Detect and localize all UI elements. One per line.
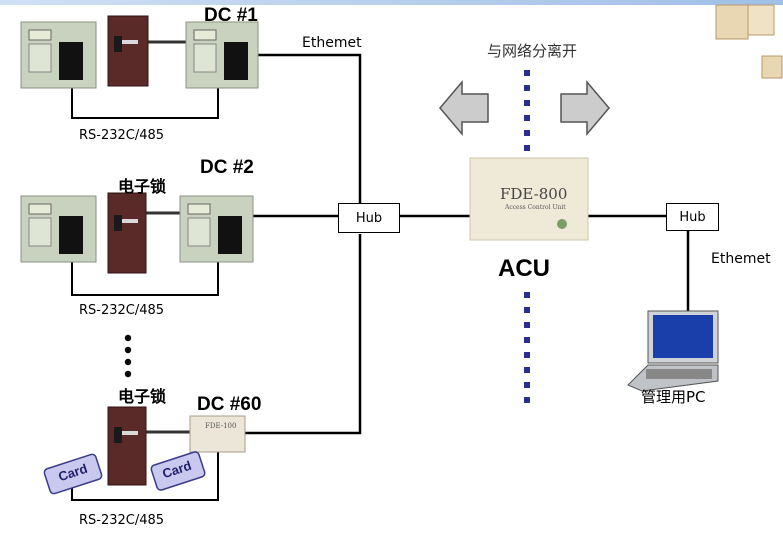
ellipsis-dot: [124, 370, 132, 378]
ethernet-line-dc60: [245, 234, 362, 435]
left-ethernet-label: Ethemet: [302, 35, 362, 51]
dc2-title: DC #2: [200, 157, 254, 178]
separation-label: 与网络分离开: [487, 42, 578, 60]
ellipsis-dot: [124, 358, 132, 366]
pc-label: 管理用PC: [641, 388, 706, 406]
acu-subtitle: Access Control Unit: [505, 204, 566, 211]
right-arrow-icon: [560, 79, 610, 137]
reader-device: [185, 21, 259, 89]
bus-label-3: RS-232C/485: [79, 513, 165, 528]
right-ethernet-label: Ethemet: [711, 251, 771, 267]
door-lock-device: [107, 15, 149, 87]
left-arrow-icon: [439, 79, 489, 137]
corner-decoration: [715, 4, 783, 79]
bus-line-3: [71, 452, 219, 501]
laptop-icon: [627, 310, 719, 392]
card-icon: [43, 453, 103, 495]
dc1-title: DC #1: [204, 5, 258, 26]
acu-model: FDE-800: [500, 185, 568, 203]
left-hub: Hub: [338, 203, 400, 233]
bus-label-1: RS-232C/485: [79, 128, 165, 143]
ethernet-line-dc1: [258, 53, 362, 216]
door-lock-device: [107, 406, 147, 486]
reader-device: [179, 195, 254, 263]
right-hub: Hub: [666, 203, 719, 231]
lock-label-3: 电子锁: [118, 387, 167, 406]
card-icon: [150, 451, 206, 491]
reader-device: [20, 195, 97, 263]
reader-device: [20, 21, 97, 89]
controller-box: [189, 415, 246, 453]
lock-label-2: 电子锁: [118, 177, 167, 196]
fde100-text: FDE-100: [205, 422, 237, 430]
ellipsis-dot: [124, 334, 132, 342]
bus-line-2: [71, 262, 219, 296]
dc60-title: DC #60: [197, 394, 262, 415]
acu-label: ACU: [498, 255, 550, 282]
top-bar: [0, 0, 783, 5]
bus-label-2: RS-232C/485: [79, 303, 165, 318]
door-lock-device: [107, 192, 147, 274]
ellipsis-dot: [124, 346, 132, 354]
bus-line-1: [71, 88, 219, 119]
acu-box: [469, 157, 589, 241]
